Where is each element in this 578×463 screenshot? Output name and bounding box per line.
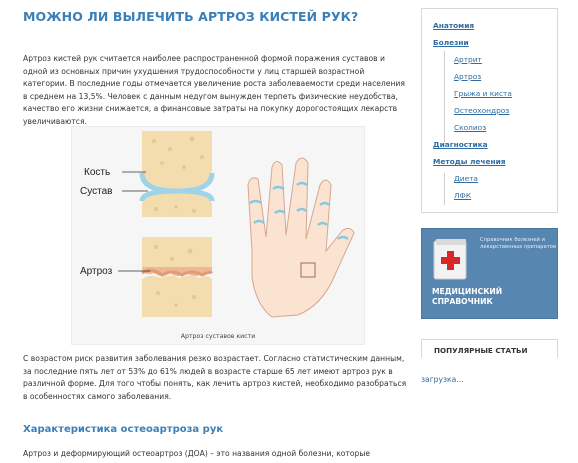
- banner-subtitle: Справочник болезней и лекарственных преп…: [480, 237, 557, 250]
- tree-line: [444, 173, 445, 205]
- paragraph-definition: Артроз и деформирующий остеоартроз (ДОА)…: [23, 449, 371, 458]
- arthrosis-illustration: Кость Сустав Артроз Артроз суст: [71, 126, 365, 345]
- sidebar-item-lfk[interactable]: ЛФК: [454, 191, 472, 200]
- loading-link[interactable]: загрузка...: [421, 375, 464, 384]
- sidebar-item-diseases[interactable]: Болезни: [433, 38, 469, 47]
- label-bone: Кость: [84, 167, 110, 178]
- sidebar-item-arthritis[interactable]: Артрит: [454, 55, 482, 64]
- sidebar-item-arthrosis[interactable]: Артроз: [454, 72, 482, 81]
- arthrosis-joint-diagram: [118, 237, 214, 317]
- label-joint: Сустав: [80, 186, 112, 197]
- sidebar-item-diet[interactable]: Диета: [454, 174, 478, 183]
- sidebar-item-diagnostics[interactable]: Диагностика: [433, 140, 488, 149]
- sidebar-item-treatment[interactable]: Методы лечения: [433, 157, 506, 166]
- banner-title-line2: СПРАВОЧНИК: [432, 297, 493, 306]
- sidebar-item-scoliosis[interactable]: Сколиоз: [454, 123, 487, 132]
- sidebar-item-osteochondrosis[interactable]: Остеохондроз: [454, 106, 510, 115]
- medical-reference-banner[interactable]: Справочник болезней и лекарственных преп…: [421, 228, 558, 319]
- sidebar-nav: Анатомия Болезни Артрит Артроз Грыжа и к…: [421, 8, 558, 213]
- banner-title-line1: МЕДИЦИНСКИЙ: [432, 287, 503, 296]
- label-arthrosis: Артроз: [80, 266, 113, 277]
- hand-drawing: [247, 157, 355, 318]
- sidebar-item-hernia[interactable]: Грыжа и киста: [454, 89, 512, 98]
- banner-title: МЕДИЦИНСКИЙ СПРАВОЧНИК: [432, 287, 502, 307]
- page-title: МОЖНО ЛИ ВЫЛЕЧИТЬ АРТРОЗ КИСТЕЙ РУК?: [23, 9, 359, 24]
- finger-joints: [249, 181, 349, 240]
- healthy-joint-diagram: [122, 131, 215, 217]
- figure-caption: Артроз суставов кисти: [180, 333, 256, 340]
- intro-paragraph: Артроз кистей рук считается наиболее рас…: [23, 54, 405, 126]
- medical-book-icon: [433, 239, 467, 280]
- sidebar-item-anatomy[interactable]: Анатомия: [433, 21, 475, 30]
- popular-articles-box: ПОПУЛЯРНЫЕ СТАТЬИ: [421, 339, 558, 358]
- popular-heading: ПОПУЛЯРНЫЕ СТАТЬИ: [434, 346, 528, 355]
- paragraph-risk: С возрастом риск развития заболевания ре…: [23, 354, 407, 401]
- tree-line: [444, 51, 445, 143]
- affected-joint-marker: [300, 262, 316, 278]
- section-heading: Характеристика остеоартроза рук: [23, 424, 224, 435]
